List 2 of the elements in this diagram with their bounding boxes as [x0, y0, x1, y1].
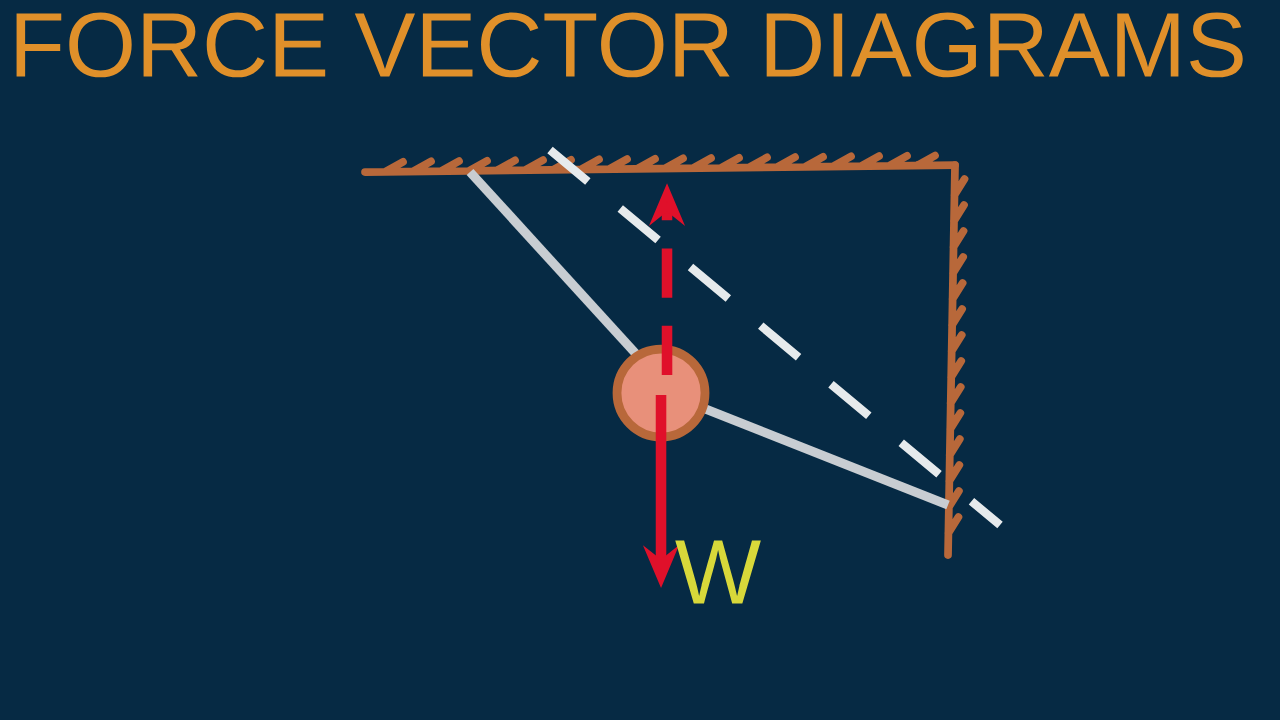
title: FORCE VECTOR DIAGRAMS	[16, 12, 1243, 78]
force-label: W	[675, 540, 761, 604]
